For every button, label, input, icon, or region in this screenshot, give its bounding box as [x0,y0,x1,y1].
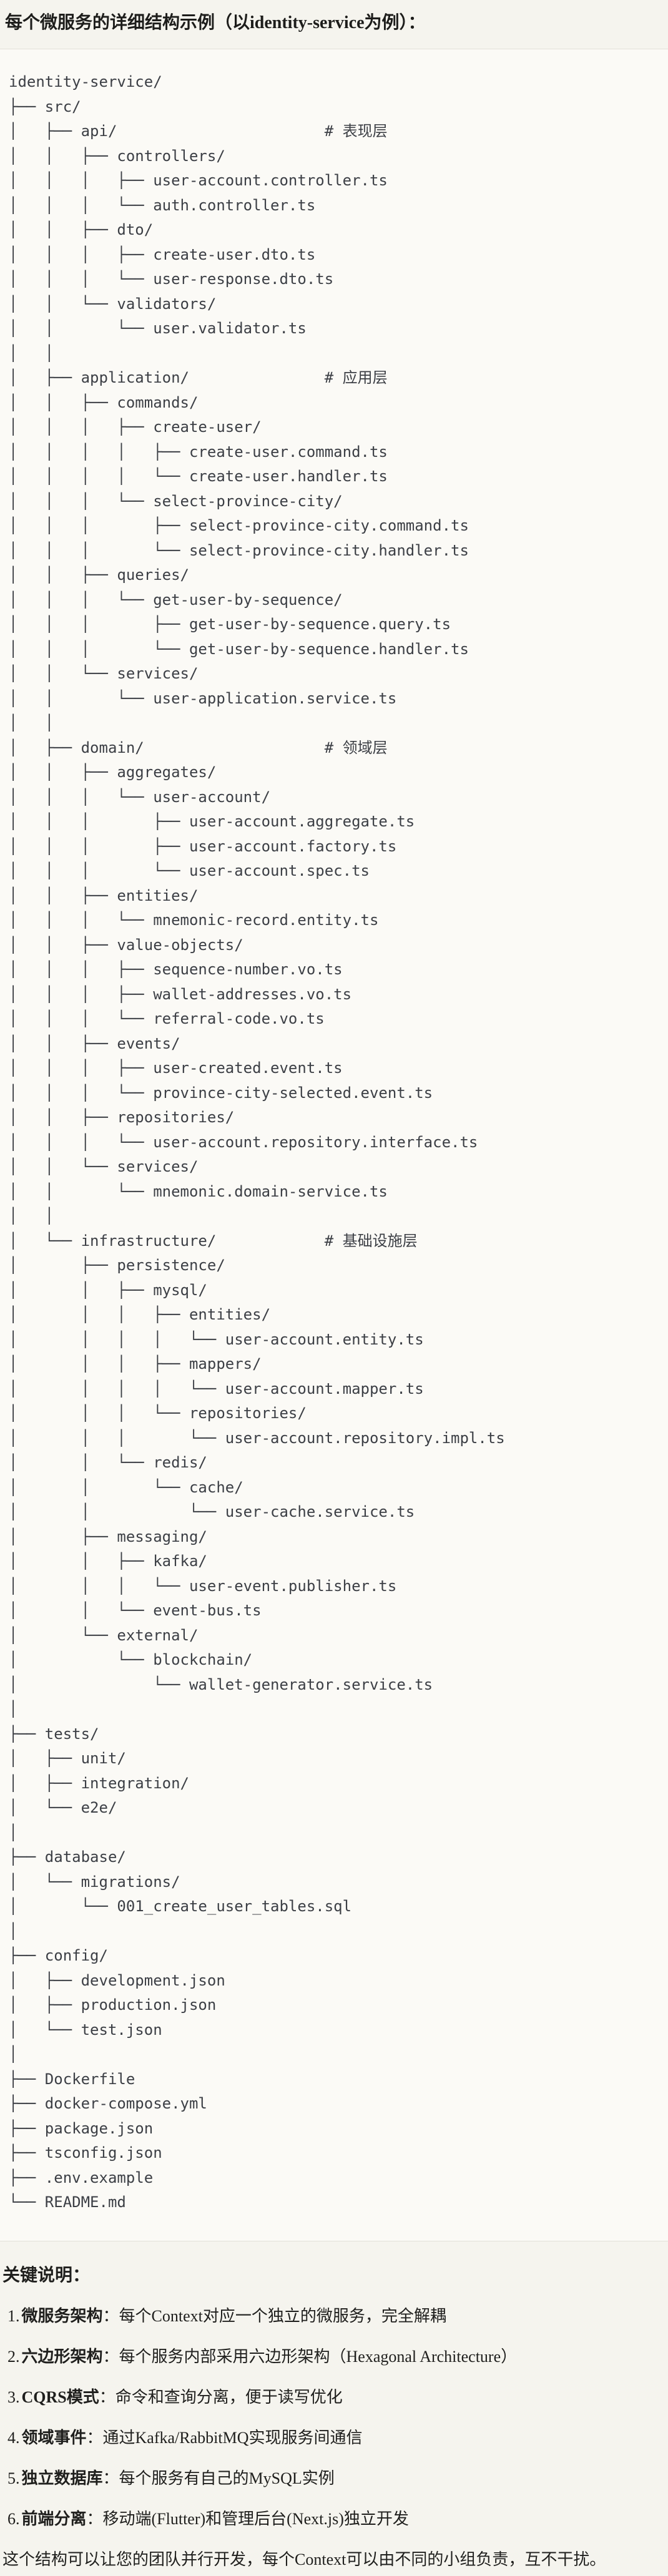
note-text: ：每个服务内部采用六边形架构（Hexagonal Architecture） [102,2347,518,2366]
notes-heading: 关键说明： [2,2265,91,2285]
note-number: 6. [7,2509,20,2528]
note-text: ：命令和查询分离，便于读写优化 [99,2387,343,2406]
file-tree: identity-service/ ├── src/ │ ├── api/ # … [9,73,505,2211]
note-label: 六边形架构 [21,2347,103,2366]
note-text: ：每个Context对应一个独立的微服务，完全解耦 [102,2306,446,2325]
note-item: 2.六边形架构：每个服务内部采用六边形架构（Hexagonal Architec… [7,2346,659,2368]
note-item: 5.独立数据库：每个服务有自己的MySQL实例 [7,2467,659,2490]
note-label: 微服务架构 [21,2306,103,2325]
note-label: 前端分离 [21,2509,87,2528]
note-number: 3. [7,2387,20,2406]
note-item: 3.CQRS模式：命令和查询分离，便于读写优化 [7,2386,659,2409]
note-item: 6.前端分离：移动端(Flutter)和管理后台(Next.js)独立开发 [7,2508,659,2530]
note-number: 4. [7,2428,20,2447]
note-label: CQRS模式 [21,2387,99,2406]
note-number: 1. [7,2306,20,2325]
page-title: 每个微服务的详细结构示例（以identity-service为例）： [5,13,426,32]
note-text: ：每个服务有自己的MySQL实例 [102,2469,335,2487]
note-number: 2. [7,2347,20,2366]
note-number: 5. [7,2469,20,2487]
note-item: 4.领域事件：通过Kafka/RabbitMQ实现服务间通信 [7,2427,659,2449]
note-item: 1.微服务架构：每个Context对应一个独立的微服务，完全解耦 [7,2305,659,2328]
note-label: 领域事件 [21,2428,87,2447]
notes-section: 关键说明： 1.微服务架构：每个Context对应一个独立的微服务，完全解耦 2.… [0,2241,668,2571]
code-block: identity-service/ ├── src/ │ ├── api/ # … [0,49,668,2241]
note-label: 独立数据库 [21,2469,103,2487]
note-text: ：通过Kafka/RabbitMQ实现服务间通信 [86,2428,363,2447]
footer-paragraph: 这个结构可以让您的团队并行开发，每个Context可以由不同的小组负责，互不干扰… [2,2550,606,2569]
note-text: ：移动端(Flutter)和管理后台(Next.js)独立开发 [86,2509,409,2528]
